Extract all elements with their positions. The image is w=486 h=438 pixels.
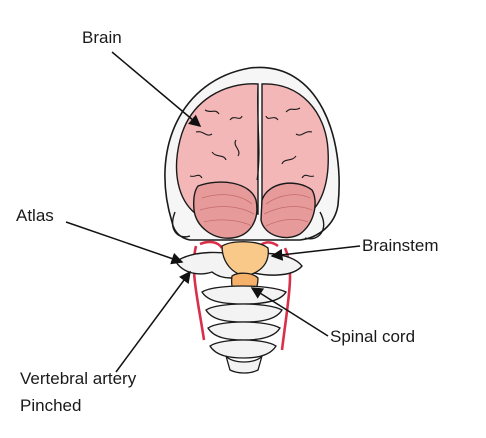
arrow-brain — [111, 51, 202, 127]
cervical-vertebrae — [201, 285, 287, 374]
brain-sulci — [189, 85, 315, 181]
skull-base — [172, 211, 325, 240]
arrow-atlas — [65, 221, 184, 265]
label-brainstem: Brainstem — [362, 236, 439, 255]
arrow-vertebral-artery — [115, 270, 191, 373]
leader-arrows — [65, 51, 361, 373]
arrow-spinal-cord — [250, 287, 329, 337]
label-atlas: Atlas — [16, 206, 54, 225]
arrow-brainstem — [270, 245, 361, 261]
label-spinal-cord: Spinal cord — [330, 327, 416, 346]
label-brain: Brain — [82, 28, 122, 47]
label-pinched: Pinched — [20, 396, 82, 415]
brainstem — [221, 241, 269, 277]
cerebellum-folia — [199, 194, 313, 227]
cerebellum-right — [260, 182, 316, 239]
label-vertebral-artery: Vertebral artery — [20, 369, 137, 388]
